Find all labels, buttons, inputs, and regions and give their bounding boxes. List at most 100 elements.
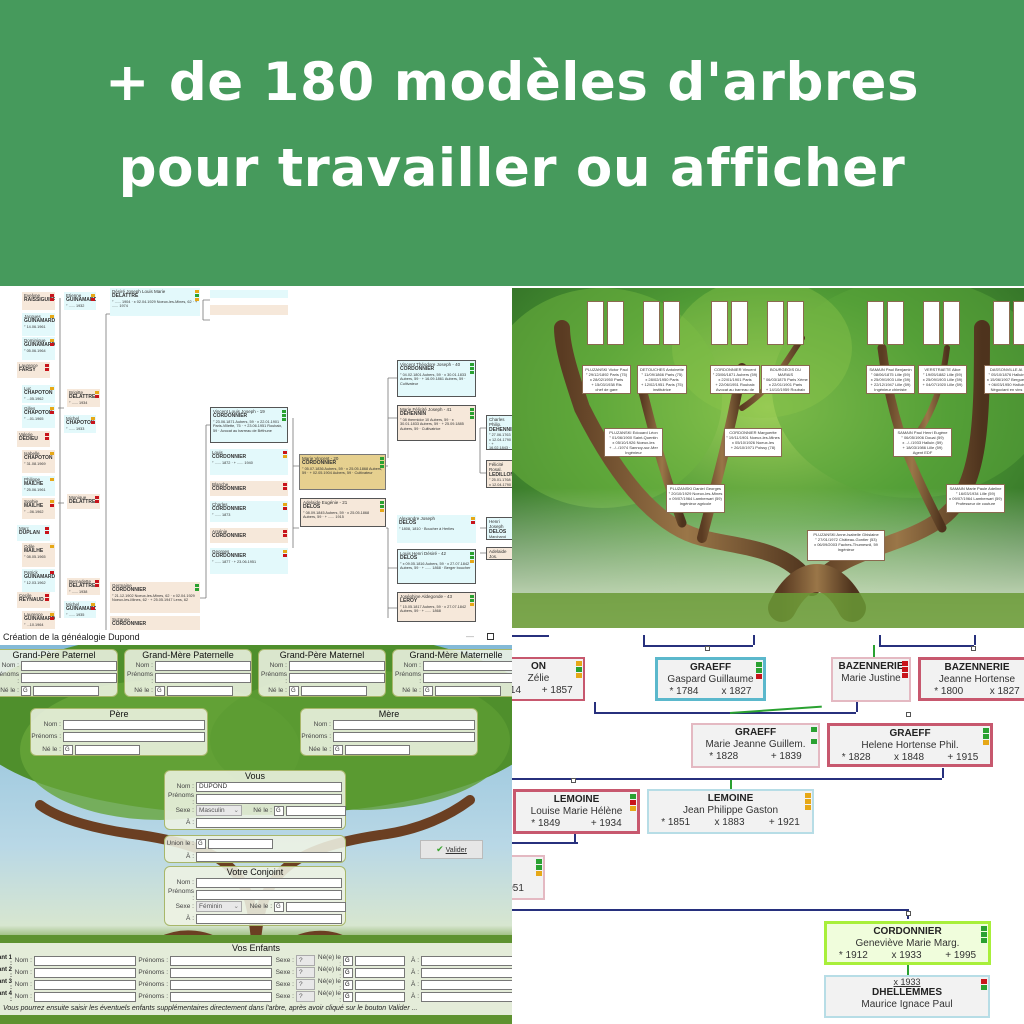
first-names-input[interactable] (155, 672, 251, 683)
calendar-type-box[interactable]: G (63, 744, 73, 755)
calendar-type-box[interactable]: G (21, 685, 31, 696)
validate-button[interactable]: ✔ Valider (420, 840, 483, 859)
collapse-toggle[interactable] (906, 712, 911, 717)
ancestor-card[interactable]: BOURGEOIS DU MARAIS° 06/03/1875 Paris Xè… (761, 365, 810, 394)
child-first-names-input[interactable] (170, 955, 272, 966)
child-last-name-input[interactable] (34, 967, 136, 978)
child-birth-place-input[interactable] (421, 979, 512, 990)
child-birth-place-input[interactable] (421, 991, 512, 1002)
ancestor-card[interactable]: PLUZANSKI Edouard Léon° 01/06/1900 Saint… (604, 428, 663, 457)
birth-date-input[interactable] (435, 685, 501, 696)
ancestor-card[interactable]: CORDONNIER Marguerite° 19/11/1901 Noeux-… (724, 428, 782, 457)
collapse-toggle[interactable] (971, 646, 976, 651)
person-box[interactable]: > 1951 (512, 855, 545, 900)
child-birth-date-input[interactable] (355, 967, 405, 978)
ancestor-card[interactable]: CORDONNIER Vincent° 23/06/1871 Aubers (5… (710, 365, 760, 394)
child-birth-date-input[interactable] (355, 979, 405, 990)
maximize-button[interactable] (487, 633, 494, 640)
union-place-input[interactable] (196, 851, 342, 862)
person-box[interactable]: ONZélie814+ 1857 (512, 657, 585, 701)
birth-date-input[interactable] (167, 685, 233, 696)
birth-date-input[interactable] (301, 685, 367, 696)
ancestor-card[interactable]: PLUZANSKI Anne-Isabelle Ghislaine° 27/01… (807, 530, 885, 561)
calendar-type-box[interactable]: G (289, 685, 299, 696)
last-name-input[interactable]: DUPOND (196, 781, 342, 792)
child-first-names-input[interactable] (170, 967, 272, 978)
birth-place-input[interactable] (196, 913, 342, 924)
child-birth-place-input[interactable] (421, 955, 512, 966)
collapse-toggle[interactable] (571, 778, 576, 783)
last-name-input[interactable] (423, 660, 512, 671)
first-names-input[interactable] (333, 731, 475, 742)
ancestor-card[interactable]: SAMAIN Paul Benjamin° 08/06/1875 Lille (… (866, 365, 915, 394)
sex-select[interactable]: Féminin⌄ (196, 901, 242, 912)
person-card[interactable]: Adelaide Jos.BONNELLE (486, 547, 512, 560)
child-first-names-input[interactable] (170, 979, 272, 990)
ancestor-card-vertical[interactable] (923, 301, 940, 345)
last-name-input[interactable] (21, 660, 117, 671)
calendar-type-box[interactable]: G (274, 901, 284, 912)
ancestor-card[interactable]: DETOUCHES Antoinette° 11/09/1866 Paris (… (637, 365, 687, 394)
calendar-type-box[interactable]: G (343, 991, 353, 1002)
ancestor-card-vertical[interactable] (607, 301, 624, 345)
ancestor-card[interactable]: SAMAIN Marie Paule Adeline° 16/03/1934 L… (946, 484, 1005, 513)
first-names-input[interactable] (196, 889, 342, 900)
collapse-toggle[interactable] (705, 646, 710, 651)
birth-date-input[interactable] (75, 744, 140, 755)
first-names-input[interactable] (21, 672, 117, 683)
ancestor-card-vertical[interactable] (663, 301, 680, 345)
calendar-type-box[interactable]: G (343, 979, 353, 990)
child-last-name-input[interactable] (34, 955, 136, 966)
calendar-type-box[interactable]: G (343, 955, 353, 966)
ancestor-card-vertical[interactable] (587, 301, 604, 345)
minimize-button[interactable]: — (466, 632, 474, 641)
ancestor-card-vertical[interactable] (643, 301, 660, 345)
calendar-type-box[interactable]: G (155, 685, 165, 696)
ancestor-card-vertical[interactable] (767, 301, 784, 345)
birth-date-input[interactable] (286, 805, 346, 816)
ancestor-card-vertical[interactable] (711, 301, 728, 345)
first-names-input[interactable] (196, 793, 342, 804)
ancestor-card-vertical[interactable] (943, 301, 960, 345)
child-last-name-input[interactable] (34, 991, 136, 1002)
ancestor-card-vertical[interactable] (887, 301, 904, 345)
calendar-type-box[interactable]: G (343, 967, 353, 978)
ancestor-card-vertical[interactable] (1013, 301, 1024, 345)
child-last-name-input[interactable] (34, 979, 136, 990)
child-birth-date-input[interactable] (355, 955, 405, 966)
birth-date-input[interactable] (286, 901, 346, 912)
ancestor-card[interactable]: PLUZANSKI Daniel Georges° 20/10/1929 Noe… (666, 484, 725, 513)
calendar-type-box[interactable]: G (333, 744, 343, 755)
